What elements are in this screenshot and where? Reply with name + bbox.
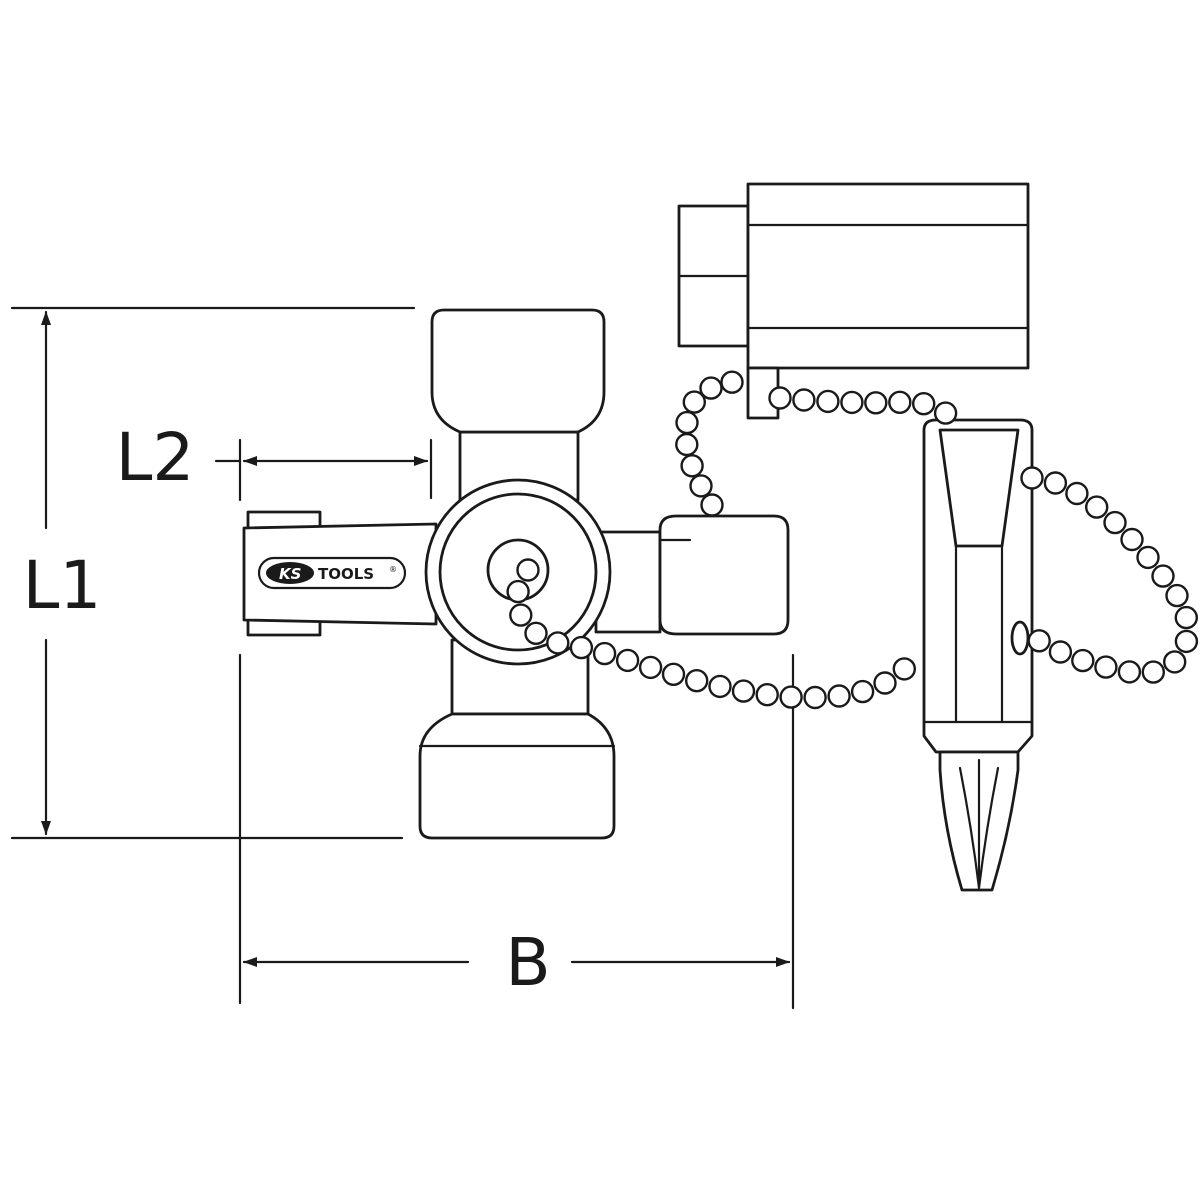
chain-bead — [873, 671, 897, 695]
chain-bead — [1084, 495, 1109, 519]
logo-suffix: TOOLS — [318, 565, 374, 583]
chain-bead — [569, 635, 594, 660]
chain-bead — [850, 679, 875, 704]
chain-bead — [682, 390, 706, 414]
dimension-l1: L1 — [10, 306, 416, 840]
logo-prefix: KS — [279, 565, 301, 583]
chain-bead — [1043, 471, 1068, 495]
chain-bead — [892, 657, 916, 681]
l1-label: L1 — [23, 547, 102, 624]
chain-bead — [1174, 605, 1199, 630]
chain-bead — [1020, 466, 1044, 490]
ball-chain — [506, 370, 1199, 710]
chain-bead — [1094, 655, 1118, 679]
chain-bead — [1065, 481, 1089, 506]
chain-bead — [792, 388, 816, 412]
chain-bead — [731, 679, 756, 703]
chain-bead — [675, 432, 699, 457]
chain-bead — [1136, 545, 1160, 570]
chain-bead — [1120, 527, 1144, 552]
chain-bead — [506, 579, 530, 604]
chain-bead — [803, 685, 827, 710]
chain-bead — [720, 370, 744, 394]
right-socket — [658, 514, 790, 636]
chain-bead — [509, 603, 533, 627]
b-label: B — [505, 924, 550, 1001]
chain-bead — [615, 648, 640, 673]
chain-bead — [700, 493, 724, 517]
chain-bead — [1141, 660, 1166, 684]
key-top-arm — [430, 308, 606, 502]
key-bottom-arm — [418, 638, 616, 840]
chain-bead — [888, 390, 912, 414]
chain-bead — [1162, 650, 1187, 674]
chain-bead — [638, 655, 663, 680]
chain-bead — [685, 669, 709, 693]
screwdriver-bit — [922, 418, 1034, 892]
chain-bead — [516, 558, 540, 582]
chain-bead — [675, 410, 699, 435]
chain-bead — [1103, 510, 1127, 535]
l2-label: L2 — [116, 419, 195, 496]
chain-bead — [864, 391, 888, 415]
chain-bead — [592, 641, 617, 666]
chain-bead — [912, 392, 936, 416]
chain-bead — [1048, 640, 1073, 664]
chain-bead — [1117, 660, 1142, 684]
chain-bead — [661, 662, 686, 686]
key-right-arm — [594, 514, 790, 636]
chain-bead — [1165, 583, 1189, 608]
chain-bead — [1174, 629, 1199, 654]
top-socket — [430, 308, 606, 434]
chain-bead — [779, 685, 803, 709]
chain-bead — [816, 389, 840, 414]
chain-bead — [827, 684, 851, 708]
chain-bead — [1027, 629, 1051, 653]
dimension-b: B — [238, 653, 795, 1010]
chain-bead — [1071, 648, 1095, 673]
chain-bead — [699, 376, 723, 400]
chain-bead — [755, 683, 779, 707]
chain-bead — [524, 621, 548, 645]
chain-bead — [840, 390, 864, 415]
dimension-l2: L2 — [116, 419, 433, 502]
chain-bead — [680, 454, 704, 478]
ks-tools-logo: KS TOOLS ® — [257, 556, 407, 590]
adapter-body — [746, 182, 1030, 370]
chain-bead — [933, 401, 958, 425]
chain-bead — [1151, 564, 1175, 588]
chain-bead — [689, 474, 713, 498]
chain-bead — [768, 386, 792, 410]
bit-holder-adapter — [677, 182, 1030, 420]
logo-registered-mark: ® — [389, 565, 397, 574]
bit-phillips-flutes — [958, 758, 1000, 890]
chain-bead — [708, 674, 732, 699]
bit-chain-eyelet — [1010, 620, 1030, 656]
logo-oval — [266, 562, 314, 584]
bottom-socket — [418, 712, 616, 840]
chain-bead — [546, 631, 570, 655]
